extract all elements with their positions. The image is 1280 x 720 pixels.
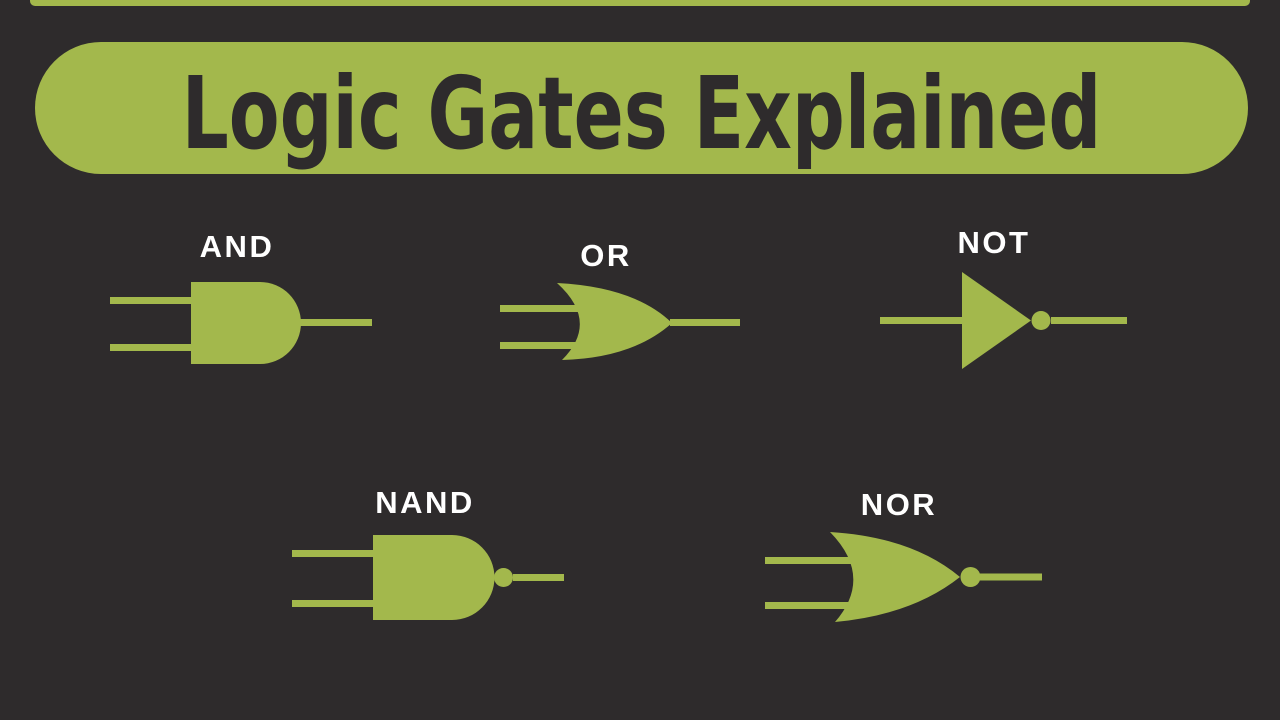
nor-gate-symbol — [765, 532, 1042, 622]
nor-input-line-1 — [765, 557, 857, 564]
page-title: Logic Gates Explained — [181, 54, 1102, 172]
nand-input-line-2 — [292, 600, 375, 607]
or-input-line-2 — [500, 342, 588, 349]
nor-gate-body — [830, 532, 960, 622]
nor-inversion-bubble — [960, 567, 981, 587]
nand-gate-body — [373, 535, 495, 620]
not-input-line — [880, 317, 964, 324]
or-gate-body — [557, 283, 672, 360]
and-gate-symbol — [110, 282, 372, 364]
nand-inversion-bubble — [494, 568, 513, 587]
nor-gate-label: NOR — [860, 487, 938, 522]
or-input-line-1 — [500, 305, 588, 312]
not-gate-symbol — [880, 272, 1127, 369]
and-output-line — [300, 319, 372, 326]
or-gate-symbol — [500, 283, 740, 360]
not-inversion-bubble — [1031, 311, 1051, 330]
nand-gate-symbol — [292, 535, 564, 620]
and-gate-label: AND — [199, 229, 275, 264]
nand-output-line — [513, 574, 564, 581]
or-gate-label: OR — [580, 238, 632, 273]
nor-output-line — [980, 573, 1042, 581]
and-input-line-2 — [110, 344, 192, 351]
not-output-line — [1051, 317, 1127, 324]
nor-input-line-2 — [765, 602, 857, 609]
top-edge-green-strip — [30, 0, 1250, 6]
nand-input-line-1 — [292, 550, 375, 557]
nand-gate-label: NAND — [375, 485, 475, 520]
or-output-line — [670, 319, 740, 326]
title-banner: Logic Gates Explained — [35, 42, 1248, 174]
and-gate-body — [191, 282, 301, 364]
not-gate-triangle — [962, 272, 1031, 369]
not-gate-label: NOT — [957, 225, 1031, 260]
and-input-line-1 — [110, 297, 192, 304]
